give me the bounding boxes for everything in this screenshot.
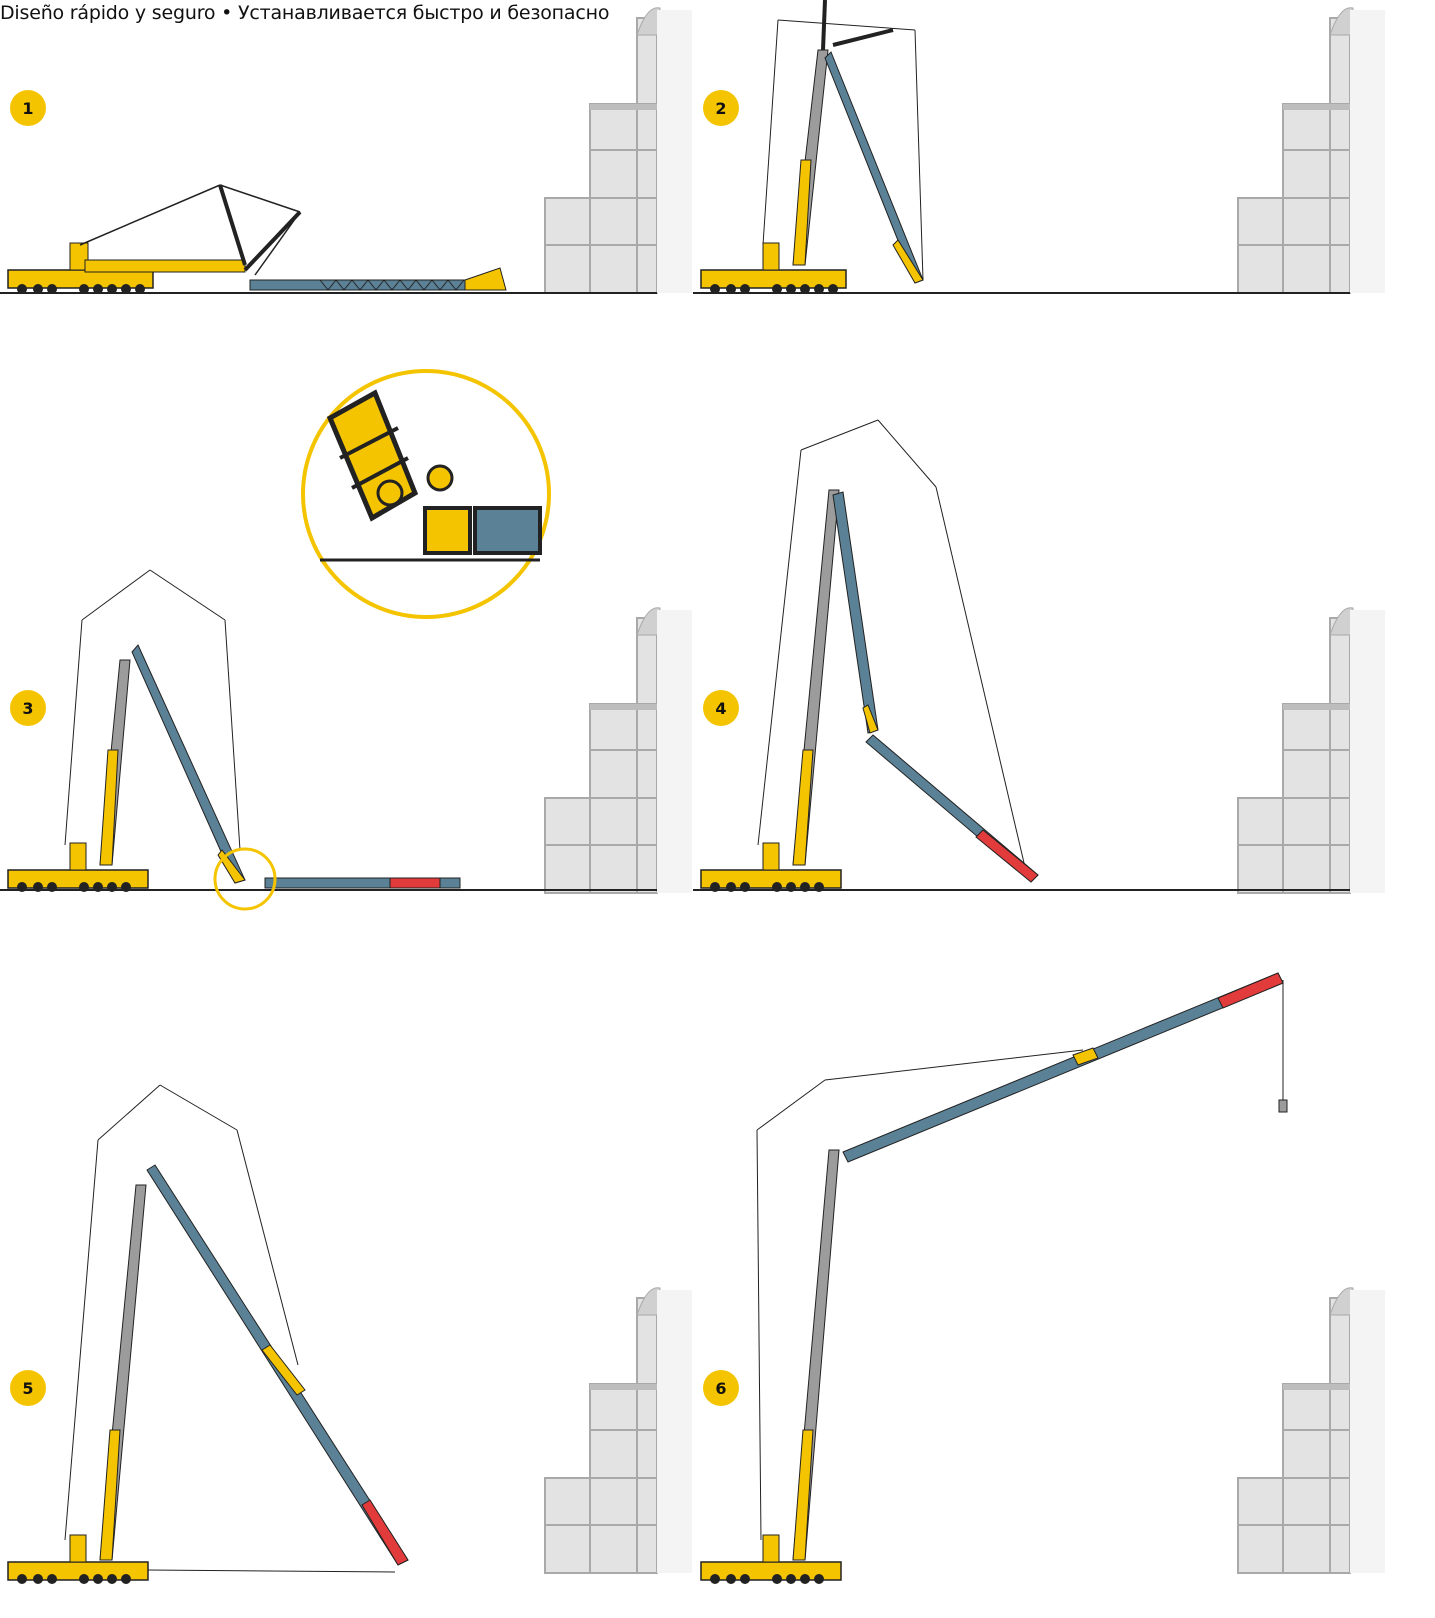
crane-scene-2	[693, 0, 1393, 310]
crane-scene-4	[693, 600, 1393, 910]
building	[545, 1288, 692, 1573]
building	[1238, 608, 1385, 893]
building	[1238, 8, 1385, 293]
step-panel-5: 5	[0, 1280, 700, 1590]
crane-scene-3	[0, 600, 700, 910]
crane	[8, 570, 460, 909]
step-panel-2: 2	[693, 0, 1393, 310]
crane-scene-5	[0, 1280, 700, 1590]
crane	[701, 420, 1038, 892]
step-panel-4: 4	[693, 600, 1393, 910]
step-panel-3: 3	[0, 600, 700, 910]
crane	[701, 0, 923, 294]
crane-scene-1	[0, 0, 700, 310]
building	[545, 8, 692, 293]
crane	[8, 1085, 408, 1584]
step-panel-6: 6	[693, 1280, 1393, 1590]
building	[545, 608, 692, 893]
crane	[8, 185, 506, 294]
step-panel-1: 1	[0, 0, 700, 310]
building	[1238, 1288, 1385, 1573]
detail-magnifier	[300, 368, 552, 620]
crane	[701, 973, 1287, 1584]
crane-scene-6	[693, 1280, 1393, 1590]
